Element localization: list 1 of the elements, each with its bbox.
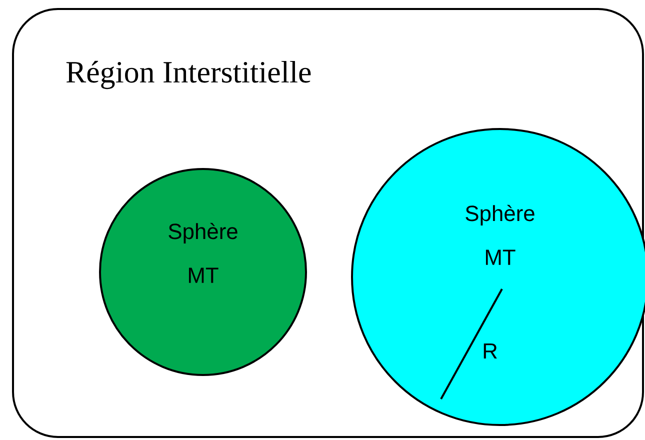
radius-label: R bbox=[484, 343, 497, 359]
